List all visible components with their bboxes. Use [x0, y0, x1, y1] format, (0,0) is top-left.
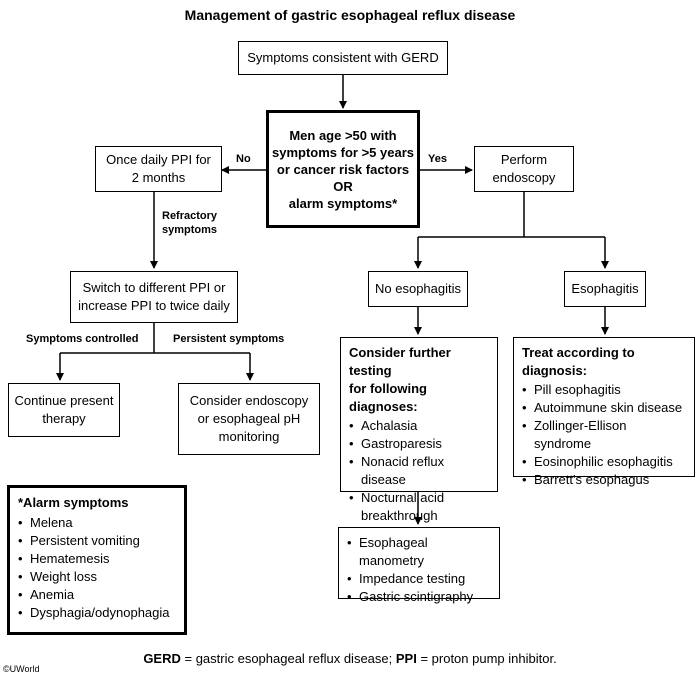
tests-item: Esophageal manometry	[347, 534, 491, 570]
alarm-item: Persistent vomiting	[18, 532, 176, 550]
consider-line-1: Consider endoscopy	[189, 393, 309, 408]
alarm-item: Weight loss	[18, 568, 176, 586]
start-node: Symptoms consistent with GERD	[238, 41, 448, 75]
alarm-symptoms-node: *Alarm symptoms Melena Persistent vomiti…	[7, 485, 187, 635]
edge-label-no: No	[236, 153, 251, 165]
decision-line-3: or cancer risk factors	[276, 161, 410, 177]
switch-line-2: increase PPI to twice daily	[78, 298, 230, 313]
treat-item: Barrett's esophagus	[522, 471, 686, 489]
tests-item: Impedance testing	[347, 570, 491, 588]
treat-item: Autoimmune skin disease	[522, 399, 686, 417]
consider-node: Consider endoscopy or esophageal pH moni…	[178, 383, 320, 455]
tests-node: Esophageal manometry Impedance testing G…	[338, 527, 500, 606]
treat-item: Eosinophilic esophagitis	[522, 453, 686, 471]
decision-node: Men age >50 with symptoms for >5 years o…	[266, 110, 420, 228]
consider-line-3: monitoring	[218, 429, 280, 444]
tests-item: Gastric scintigraphy	[347, 588, 491, 606]
refractory-line-2: symptoms	[162, 224, 218, 236]
decision-line-1: Men age >50 with	[289, 127, 397, 143]
endoscopy-line-1: Perform	[500, 152, 548, 167]
esophagitis-text: Esophagitis	[571, 281, 639, 296]
copyright: ©UWorld	[3, 664, 40, 674]
decision-line-5: alarm symptoms*	[288, 195, 398, 211]
switch-node: Switch to different PPI or increase PPI …	[70, 271, 238, 323]
decision-line-2: symptoms for >5 years	[272, 144, 414, 160]
alarm-item: Melena	[18, 514, 176, 532]
further-item: Achalasia	[349, 417, 489, 435]
footnote-ppi-abbr: PPI	[395, 651, 417, 666]
refractory-line-1: Refractory	[162, 210, 218, 222]
treat-item: Zollinger-Ellison syndrome	[522, 417, 686, 453]
footnote-ppi-def: = proton pump inhibitor.	[416, 651, 557, 666]
endoscopy-line-2: endoscopy	[492, 170, 556, 185]
continue-line-1: Continue present	[14, 393, 114, 408]
footnote-gerd-def: = gastric esophageal reflux disease;	[180, 651, 396, 666]
treat-list: Pill esophagitis Autoimmune skin disease…	[522, 381, 686, 489]
edge-label-refractory: Refractory symptoms	[162, 209, 217, 237]
alarm-list: Melena Persistent vomiting Hematemesis W…	[18, 514, 176, 622]
treat-item: Pill esophagitis	[522, 381, 686, 399]
continue-node: Continue present therapy	[8, 383, 120, 437]
further-list: Achalasia Gastroparesis Nonacid reflux d…	[349, 417, 489, 525]
esophagitis-node: Esophagitis	[564, 271, 646, 307]
edge-label-yes: Yes	[428, 153, 447, 165]
edge-label-controlled: Symptoms controlled	[26, 333, 139, 345]
no-esophagitis-node: No esophagitis	[368, 271, 468, 307]
switch-line-1: Switch to different PPI or	[82, 280, 226, 295]
further-item: Nonacid reflux disease	[349, 453, 489, 489]
alarm-item: Anemia	[18, 586, 176, 604]
no-esophagitis-text: No esophagitis	[375, 281, 461, 296]
footnote-gerd-abbr: GERD	[143, 651, 181, 666]
alarm-heading: *Alarm symptoms	[18, 495, 129, 510]
tests-list: Esophageal manometry Impedance testing G…	[347, 534, 491, 606]
ppi-line-1: Once daily PPI for	[106, 152, 211, 167]
treat-heading: Treat according to diagnosis:	[522, 345, 635, 378]
edge-label-persistent: Persistent symptoms	[173, 333, 285, 345]
further-heading-2: for following diagnoses:	[349, 381, 427, 414]
alarm-item: Dysphagia/odynophagia	[18, 604, 176, 622]
further-heading-1: Consider further testing	[349, 345, 451, 378]
ppi-line-2: 2 months	[131, 170, 186, 185]
consider-line-2: or esophageal pH	[197, 411, 301, 426]
continue-line-2: therapy	[42, 411, 86, 426]
start-node-text: Symptoms consistent with GERD	[247, 50, 439, 65]
decision-line-4: OR	[333, 178, 353, 194]
further-item: Gastroparesis	[349, 435, 489, 453]
further-item: Nocturnal acid breakthrough	[349, 489, 489, 525]
endoscopy-node: Perform endoscopy	[474, 146, 574, 192]
alarm-item: Hematemesis	[18, 550, 176, 568]
further-testing-node: Consider further testing for following d…	[340, 337, 498, 523]
footnote: GERD = gastric esophageal reflux disease…	[0, 651, 700, 666]
ppi-node: Once daily PPI for 2 months	[95, 146, 222, 192]
diagram-title: Management of gastric esophageal reflux …	[184, 7, 516, 23]
treat-node: Treat according to diagnosis: Pill esoph…	[513, 337, 695, 489]
